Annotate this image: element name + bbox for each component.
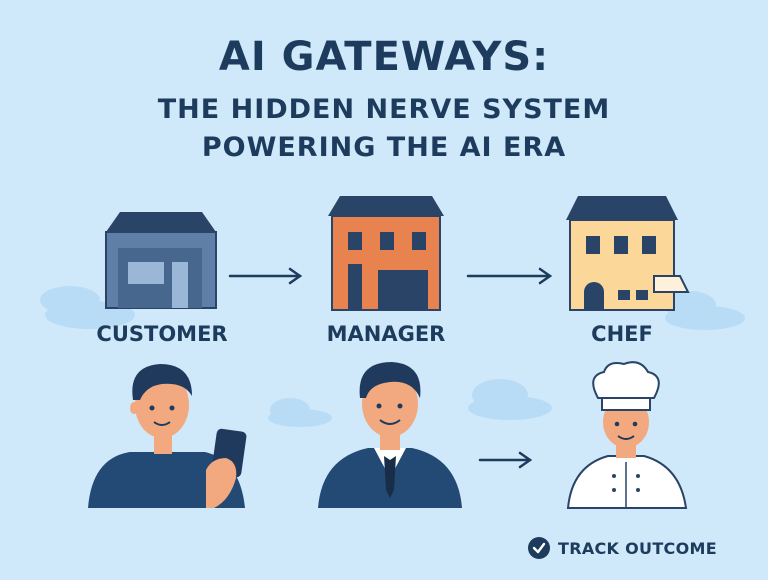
cloud-right (664, 291, 745, 330)
arrow-customer-to-manager (228, 267, 303, 285)
arrow-manager-to-chef-lower (478, 451, 533, 469)
subtitle-line-2: POWERING THE AI ERA (201, 132, 567, 163)
cloud-far-right (468, 379, 552, 420)
track-outcome-label: TRACK OUTCOME (558, 538, 717, 558)
cloud-mid (268, 398, 332, 427)
chef-person (566, 361, 688, 509)
manager-person (318, 362, 462, 508)
check-circle-icon (528, 537, 550, 559)
restaurant-building (566, 196, 690, 311)
node-label-manager: MANAGER (326, 322, 446, 346)
node-label-customer: CUSTOMER (96, 322, 228, 346)
node-label-chef: CHEF (591, 322, 653, 346)
subtitle-line-1: THE HIDDEN NERVE SYSTEM (157, 94, 611, 125)
track-outcome: TRACK OUTCOME (528, 537, 717, 559)
office-building (328, 196, 444, 311)
customer-person (88, 364, 247, 508)
arrow-manager-to-chef (466, 267, 553, 285)
page-title: AI GATEWAYS: (218, 34, 550, 80)
warehouse-building (105, 212, 217, 309)
